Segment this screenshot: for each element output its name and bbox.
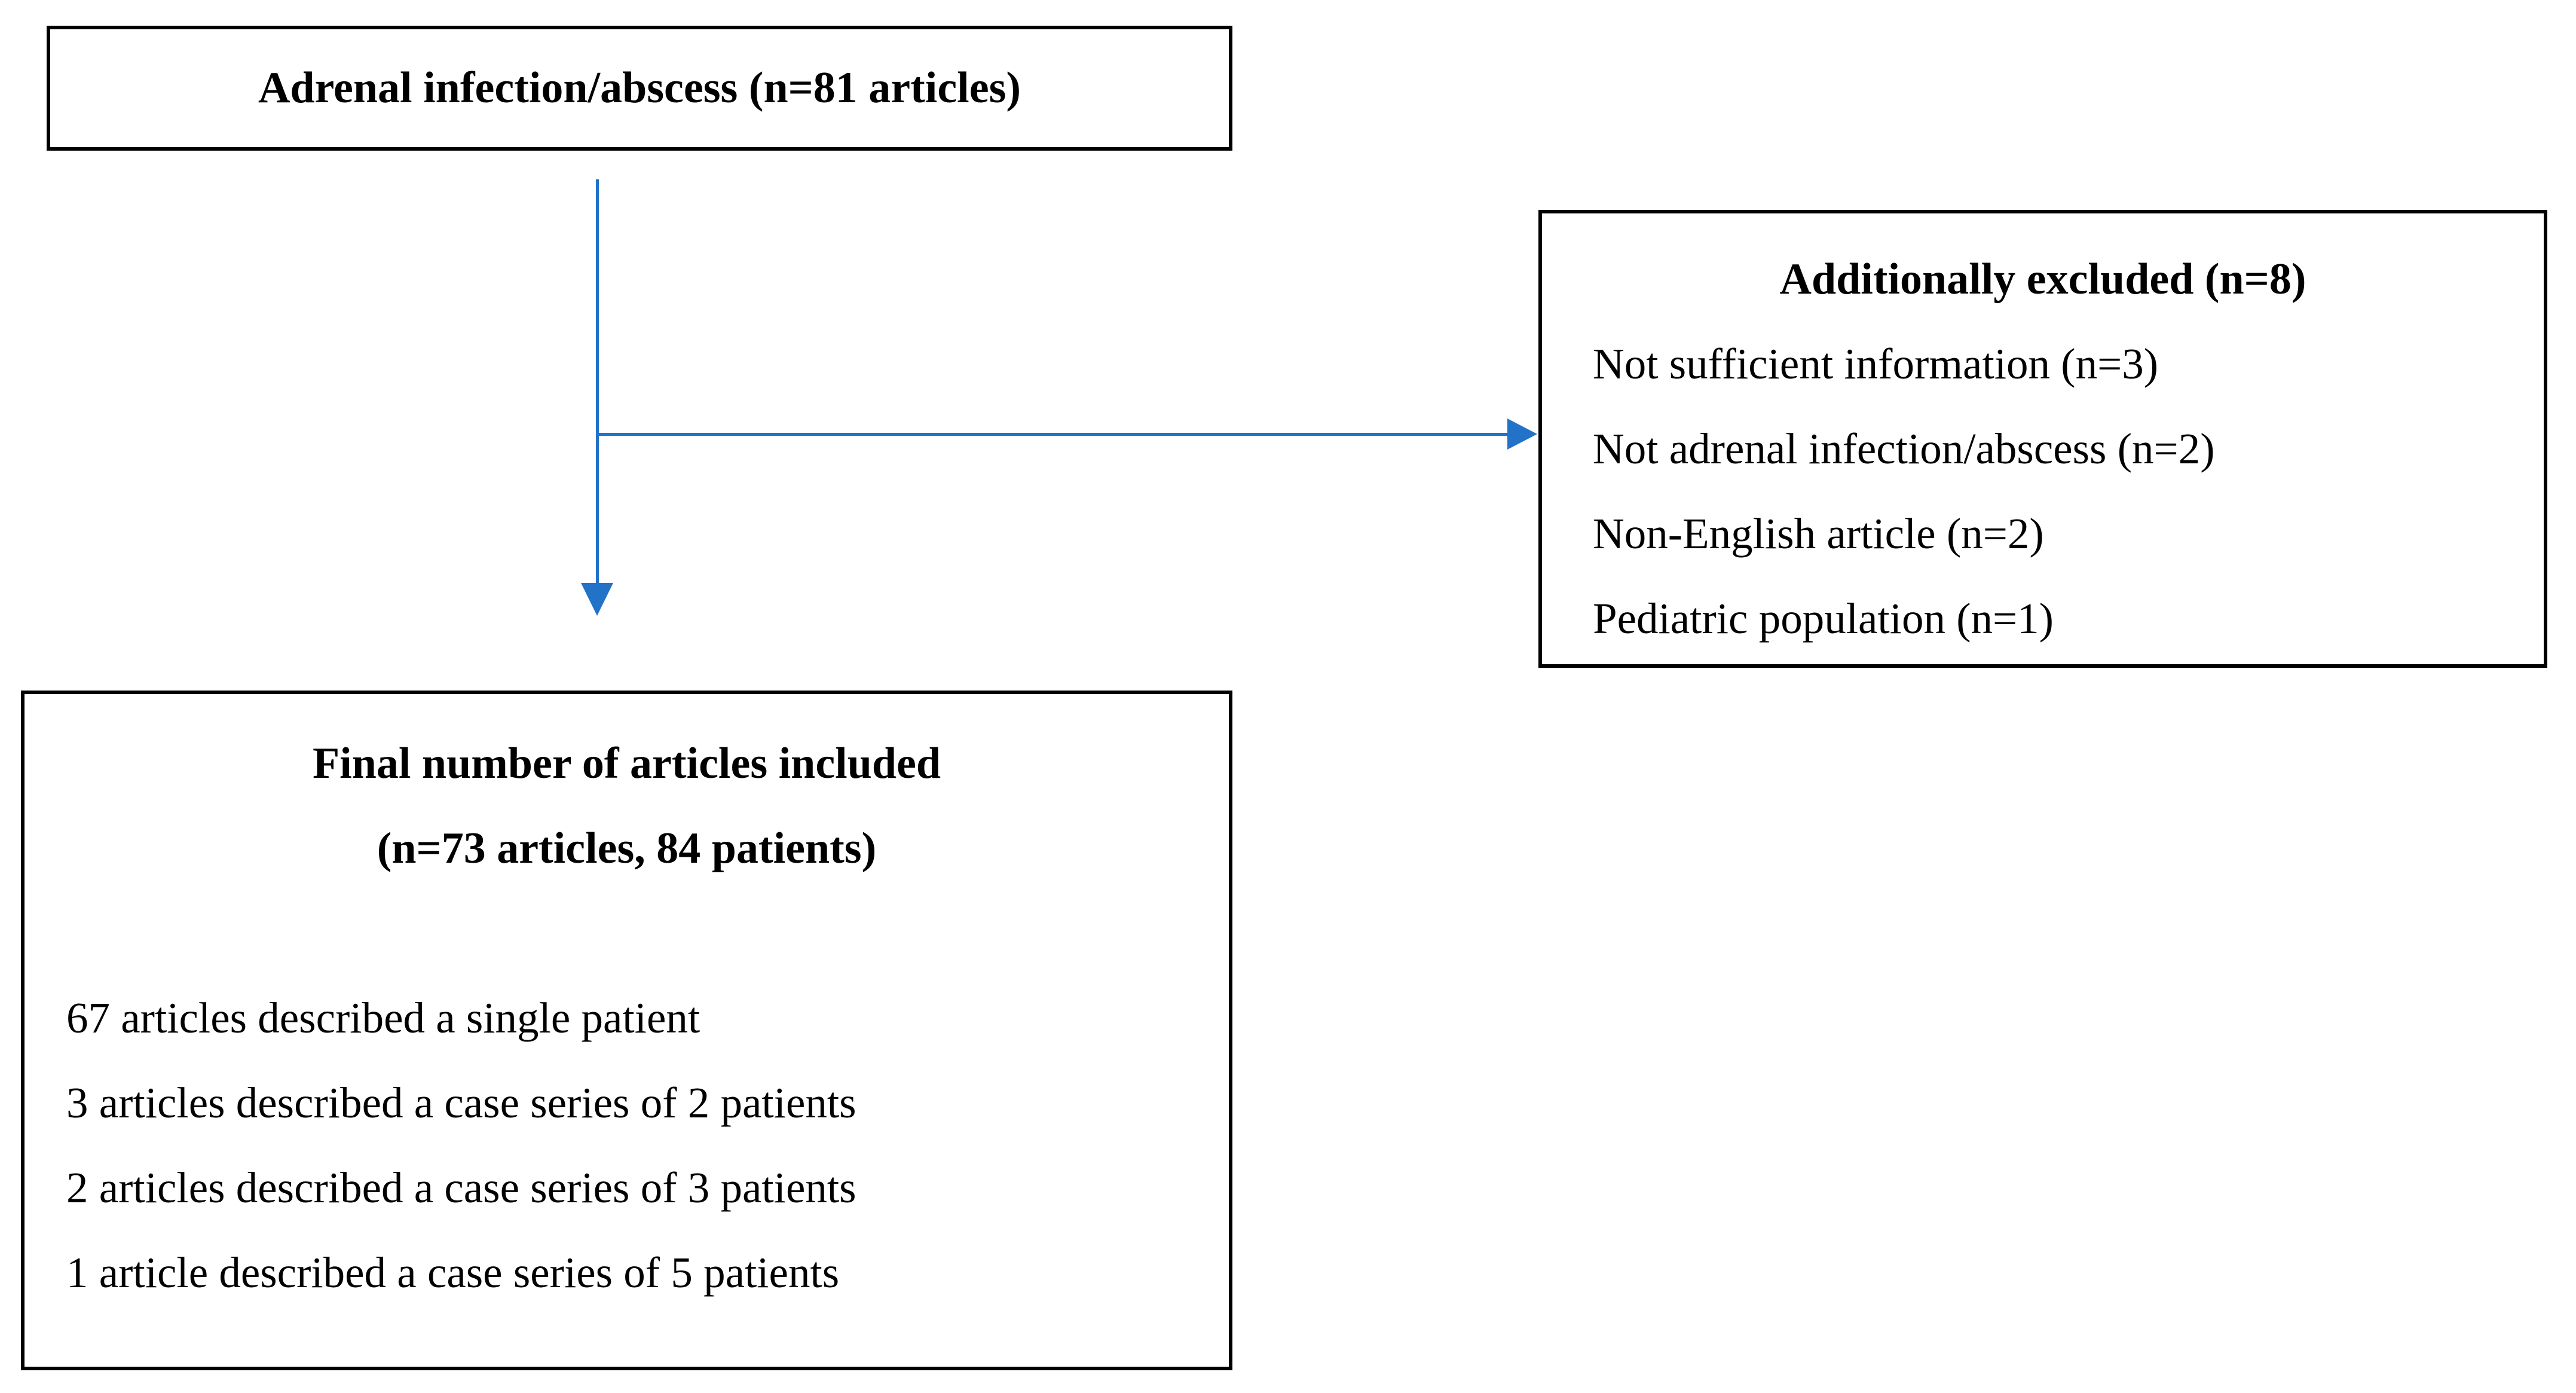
- excluded-item: Non-English article (n=2): [1593, 509, 2044, 558]
- excluded-item: Not sufficient information (n=3): [1593, 340, 2159, 388]
- branch-arrow-line: [596, 433, 1507, 436]
- final-box-title-line1: Final number of articles included: [312, 739, 941, 788]
- right-arrowhead-icon: [1507, 418, 1537, 450]
- start-box: Adrenal infection/abscess (n=81 articles…: [47, 26, 1232, 151]
- excluded-item: Not adrenal infection/abscess (n=2): [1593, 424, 2215, 473]
- final-item: 1 article described a case series of 5 p…: [66, 1248, 840, 1297]
- final-item: 2 articles described a case series of 3 …: [66, 1163, 856, 1212]
- blank-line: [66, 891, 1211, 976]
- final-item: 3 articles described a case series of 2 …: [66, 1079, 856, 1127]
- down-arrowhead-icon: [581, 583, 613, 616]
- down-arrow-line: [596, 179, 599, 586]
- excluded-box: Additionally excluded (n=8) Not sufficie…: [1538, 210, 2547, 668]
- final-item: 67 articles described a single patient: [66, 994, 700, 1042]
- start-box-title: Adrenal infection/abscess (n=81 articles…: [258, 63, 1021, 112]
- excluded-box-title: Additionally excluded (n=8): [1779, 255, 2306, 304]
- final-box-title-line2: (n=73 articles, 84 patients): [377, 824, 877, 873]
- excluded-item: Pediatric population (n=1): [1593, 594, 2054, 643]
- final-box: Final number of articles included (n=73 …: [21, 691, 1232, 1370]
